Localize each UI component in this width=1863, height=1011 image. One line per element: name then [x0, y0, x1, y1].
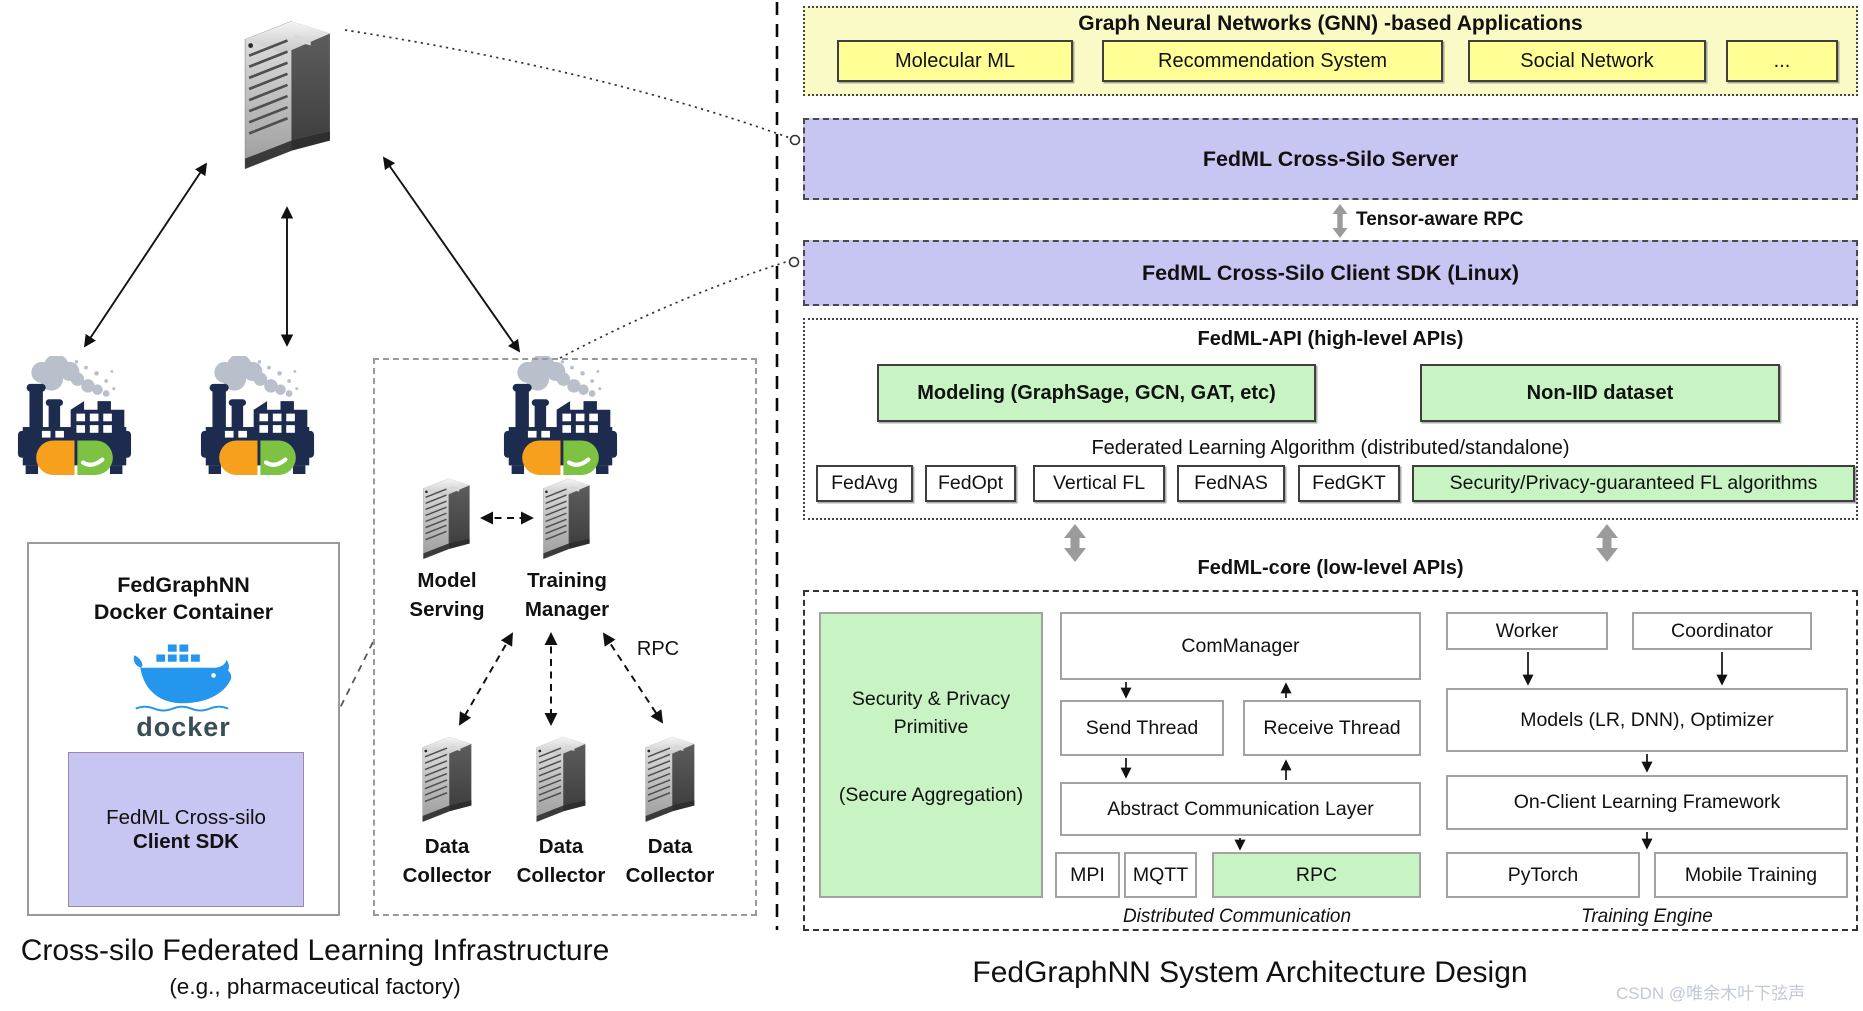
fedml-client-sdk-box: FedML Cross-Silo Client SDK (Linux) — [803, 240, 1858, 306]
algo-vertical-fl: Vertical FL — [1033, 465, 1165, 502]
app-social-network: Social Network — [1468, 40, 1706, 82]
fedgraphnn-container-box: FedGraphNN Docker Container docker FedML… — [27, 542, 340, 916]
fedml-api-title: FedML-API (high-level APIs) — [1197, 328, 1464, 350]
factory-silo-2-icon — [201, 354, 314, 475]
server-factory-arrows — [83, 156, 521, 353]
security-line3: (Secure Aggregation) — [838, 784, 1024, 806]
app-recommendation-system: Recommendation System — [1102, 40, 1443, 82]
algo-fednas: FedNAS — [1177, 465, 1285, 502]
mobile-training-box: Mobile Training — [1654, 852, 1848, 898]
modeling-box: Modeling (GraphSage, GCN, GAT, etc) — [877, 364, 1316, 422]
algo-fedavg: FedAvg — [816, 465, 913, 502]
mqtt-box: MQTT — [1124, 852, 1197, 898]
curve-endpoint-circle-2 — [788, 256, 800, 268]
zoom-curves — [344, 29, 791, 359]
training-engine-label: Training Engine — [1581, 906, 1713, 927]
abstract-communication-layer-box: Abstract Communication Layer — [1060, 782, 1421, 836]
left-caption-title: Cross-silo Federated Learning Infrastruc… — [20, 934, 610, 967]
app-ellipsis: ... — [1726, 40, 1838, 82]
distributed-communication-label: Distributed Communication — [1122, 906, 1352, 927]
receive-thread-box: Receive Thread — [1243, 700, 1421, 756]
security-privacy-primitive-box: Security & Privacy Primitive (Secure Agg… — [819, 612, 1043, 898]
rpc-cluster-label: RPC — [636, 638, 680, 660]
pytorch-box: PyTorch — [1446, 852, 1640, 898]
algo-fedgkt: FedGKT — [1298, 465, 1400, 502]
coordinator-box: Coordinator — [1632, 612, 1812, 650]
rpc-box: RPC — [1212, 852, 1421, 898]
docker-logo-icon — [119, 640, 251, 714]
factory-silo-1-icon — [18, 354, 131, 475]
docker-wordmark: docker — [136, 712, 231, 742]
algo-fedopt: FedOpt — [925, 465, 1016, 502]
send-thread-box: Send Thread — [1060, 700, 1224, 756]
aggregation-server-icon — [243, 19, 332, 171]
curve-endpoint-circle-1 — [789, 134, 801, 146]
gnn-applications-title: Graph Neural Networks (GNN) -based Appli… — [1078, 12, 1583, 35]
app-molecular-ml: Molecular ML — [837, 40, 1073, 82]
fla-title: Federated Learning Algorithm (distribute… — [1091, 437, 1570, 459]
security-fl-algorithms-box: Security/Privacy-guaranteed FL algorithm… — [1412, 465, 1855, 502]
container-silo-link — [339, 641, 374, 709]
security-line2: Primitive — [893, 716, 969, 738]
mpi-box: MPI — [1055, 852, 1120, 898]
on-client-learning-box: On-Client Learning Framework — [1446, 775, 1848, 830]
left-caption-subtitle: (e.g., pharmaceutical factory) — [169, 974, 461, 999]
worker-box: Worker — [1446, 612, 1608, 650]
right-caption-title: FedGraphNN System Architecture Design — [972, 956, 1528, 989]
fedml-core-title: FedML-core (low-level APIs) — [1197, 557, 1464, 579]
container-title: FedGraphNN Docker Container — [93, 573, 274, 624]
tensor-aware-rpc-label: Tensor-aware RPC — [1356, 209, 1524, 230]
models-optimizer-box: Models (LR, DNN), Optimizer — [1446, 688, 1848, 752]
client-sdk-inner-box: FedML Cross-silo Client SDK — [68, 752, 304, 907]
com-manager-box: ComManager — [1060, 612, 1421, 680]
non-iid-dataset-box: Non-IID dataset — [1420, 364, 1780, 422]
csdn-watermark: CSDN @唯余木叶下弦声 — [1616, 984, 1806, 1003]
fedml-core-box — [803, 590, 1858, 931]
fedml-cross-silo-server-box: FedML Cross-Silo Server — [803, 118, 1858, 200]
security-line1: Security & Privacy — [851, 688, 1011, 710]
